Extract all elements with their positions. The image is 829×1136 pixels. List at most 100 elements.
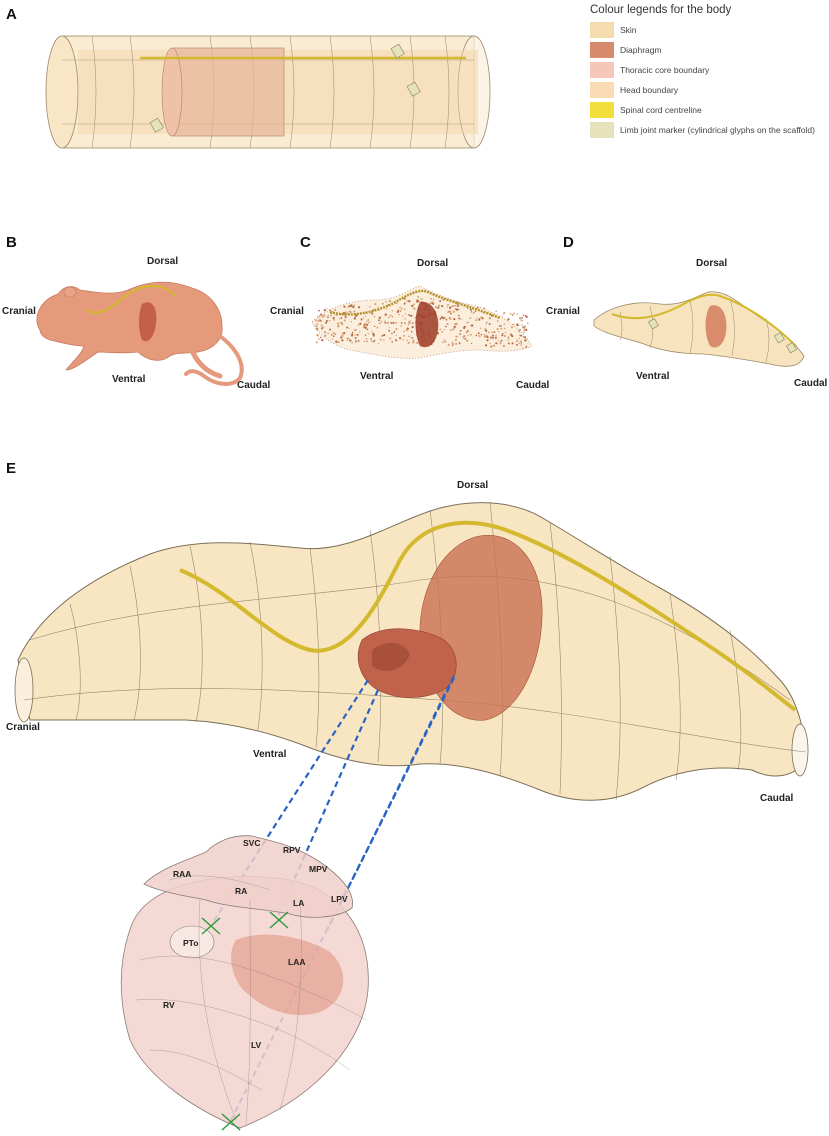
- point-cloud-dot: [419, 297, 422, 300]
- point-cloud-dot: [354, 334, 356, 336]
- point-cloud-dot: [521, 316, 524, 319]
- point-cloud-dot: [354, 339, 357, 342]
- point-cloud-dot: [521, 325, 523, 327]
- point-cloud-dot: [490, 336, 493, 339]
- limb-joint-markers-d: [647, 318, 797, 354]
- point-cloud-dot: [410, 336, 413, 339]
- point-cloud-dot: [519, 340, 522, 343]
- point-cloud-dot: [469, 333, 472, 336]
- point-cloud-dot: [317, 335, 320, 337]
- point-cloud-dot: [470, 324, 474, 327]
- point-cloud-dot: [316, 315, 319, 317]
- point-cloud-dot: [315, 319, 318, 322]
- point-cloud-dot: [503, 327, 506, 330]
- heart-label-ra: RA: [235, 886, 248, 896]
- point-cloud-dot: [348, 327, 350, 329]
- point-cloud-dot: [377, 342, 380, 345]
- point-cloud-dot: [512, 323, 515, 326]
- point-cloud-dot: [429, 302, 432, 305]
- point-cloud-dot: [492, 336, 495, 339]
- point-cloud-dot: [518, 337, 520, 340]
- point-cloud-dot: [332, 317, 335, 320]
- point-cloud-dot: [321, 315, 324, 318]
- point-cloud-dot: [476, 317, 478, 319]
- point-cloud-dot: [458, 317, 461, 320]
- point-cloud-dot: [487, 331, 490, 334]
- point-cloud-dot: [353, 317, 357, 320]
- point-cloud-dot: [388, 300, 392, 303]
- point-cloud-dot: [334, 332, 337, 336]
- point-cloud-dot: [511, 342, 514, 345]
- point-cloud-diaphragm: [415, 301, 439, 348]
- point-cloud-dot: [350, 304, 353, 307]
- point-cloud-dot: [327, 316, 329, 319]
- heart-label-rpv: RPV: [283, 845, 301, 855]
- legend-swatch: [590, 82, 614, 98]
- point-cloud-dot: [464, 337, 467, 341]
- point-cloud-dot: [495, 335, 497, 337]
- point-cloud-dot: [327, 332, 329, 335]
- legend-item-limb-joint: Limb joint marker (cylindrical glyphs on…: [590, 120, 825, 140]
- panel-d-fitted-scaffold: [593, 291, 805, 367]
- rat-hindleg: [187, 343, 223, 379]
- heart-large: [120, 835, 369, 1131]
- point-cloud-dot: [343, 305, 346, 308]
- point-cloud-dot: [445, 318, 448, 321]
- point-cloud-dot: [409, 320, 411, 322]
- point-cloud-dot: [454, 304, 457, 307]
- point-cloud-dot: [329, 309, 331, 312]
- point-cloud-dot: [504, 331, 507, 333]
- point-cloud-dot: [451, 344, 454, 347]
- point-cloud-dot: [384, 322, 386, 324]
- point-cloud-dot: [336, 322, 339, 325]
- point-cloud-dot: [502, 332, 504, 335]
- point-cloud-dot: [403, 308, 406, 311]
- point-cloud-dot: [522, 335, 525, 338]
- point-cloud-dot: [525, 315, 528, 318]
- point-cloud-dot: [354, 336, 357, 339]
- point-cloud-dot: [388, 327, 390, 329]
- point-cloud-dot: [403, 330, 406, 333]
- point-cloud-dot: [431, 302, 433, 305]
- fitted-scaffold-small-diaphragm: [705, 305, 727, 348]
- point-cloud-dot: [373, 325, 376, 328]
- point-cloud-dot: [500, 327, 503, 330]
- point-cloud-dot: [395, 334, 397, 336]
- thoracic-core-block: [161, 47, 285, 137]
- rat-ear: [63, 286, 77, 298]
- point-cloud-dot: [456, 305, 459, 307]
- point-cloud-dot: [383, 339, 385, 341]
- point-cloud-dot: [353, 310, 356, 313]
- point-cloud-dot: [441, 330, 444, 333]
- point-cloud-dot: [509, 312, 512, 315]
- point-cloud-dot: [351, 331, 354, 334]
- point-cloud-dot: [374, 303, 377, 306]
- point-cloud-dot: [432, 298, 435, 301]
- scaffold-caudal-end: [791, 723, 809, 777]
- point-cloud-dot: [494, 337, 497, 340]
- point-cloud-dot: [520, 344, 522, 346]
- point-cloud-dot: [516, 343, 518, 346]
- point-cloud-dot: [341, 323, 344, 326]
- point-cloud-dot: [448, 306, 452, 309]
- point-cloud-dot: [435, 306, 438, 309]
- point-cloud-dot: [519, 317, 521, 319]
- point-cloud-dot: [525, 345, 528, 348]
- legend-swatch: [590, 122, 614, 138]
- point-cloud-dot: [402, 315, 404, 317]
- point-cloud-dot: [407, 341, 410, 344]
- point-cloud-dot: [503, 345, 505, 347]
- label-cranial-c: Cranial: [270, 306, 304, 317]
- label-ventral-e: Ventral: [253, 749, 287, 760]
- label-dorsal-b: Dorsal: [147, 256, 179, 267]
- point-cloud-dot: [480, 316, 482, 319]
- point-cloud-dot: [354, 329, 357, 331]
- legend-label: Skin: [620, 25, 637, 35]
- spinal-cord-centreline-d: [611, 293, 797, 347]
- point-cloud-dot: [493, 344, 495, 347]
- point-cloud-dot: [369, 321, 371, 323]
- point-cloud-dot: [363, 324, 366, 327]
- point-cloud-dot: [400, 325, 402, 327]
- point-cloud-dot: [493, 331, 496, 334]
- point-cloud-dot: [498, 330, 500, 333]
